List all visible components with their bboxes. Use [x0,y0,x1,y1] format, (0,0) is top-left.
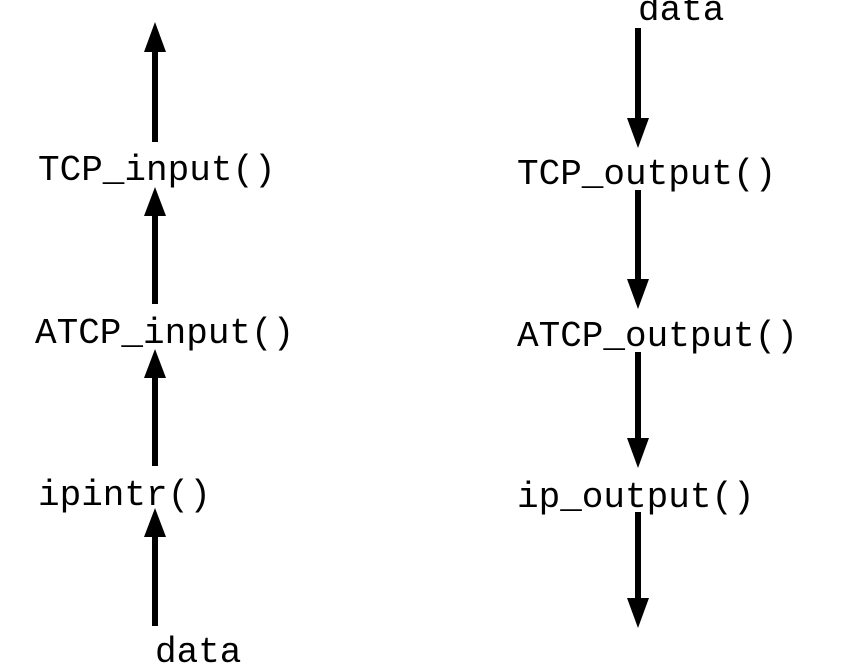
output-arrow-bottom [627,512,649,628]
tcp-input-label: TCP_input() [38,150,276,191]
input-path: TCP_input() ATCP_input() ipintr() data [35,22,294,669]
input-arrow-atcp-to-tcp [144,187,166,304]
output-arrow-tcp-to-atcp [627,190,649,309]
atcp-output-label: ATCP_output() [517,316,798,357]
output-path: data TCP_output() ATCP_output() ip_outpu… [517,0,798,628]
output-arrow-atcp-to-ip [627,352,649,468]
input-arrow-ipintr-to-atcp [144,349,166,466]
input-data-label: data [155,632,241,669]
input-arrow-top [144,22,166,142]
tcp-output-label: TCP_output() [517,154,776,195]
ip-output-label: ip_output() [517,477,755,518]
output-data-label: data [638,0,724,31]
atcp-input-label: ATCP_input() [35,313,294,354]
output-arrow-data-to-tcp [627,28,649,148]
ipintr-label: ipintr() [38,475,211,516]
input-arrow-data-to-ipintr [144,508,166,626]
